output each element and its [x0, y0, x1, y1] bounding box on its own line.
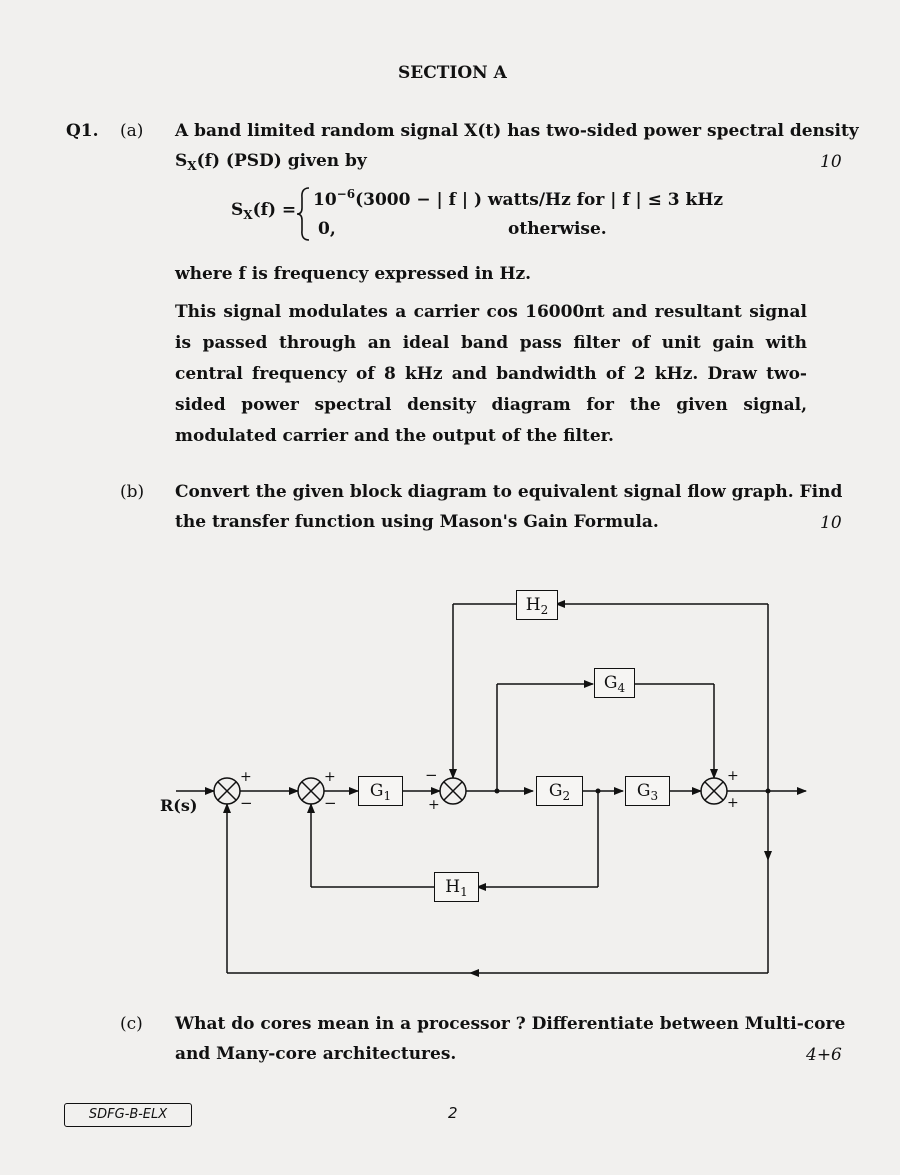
block-g3: G3 — [625, 776, 670, 806]
part-b-marks: 10 — [820, 513, 842, 533]
block-h1: H1 — [434, 872, 479, 902]
sign-j1-input: + — [240, 769, 252, 785]
part-a-body: This signal modulates a carrier cos 1600… — [175, 302, 807, 446]
paper-code: SDFG-B-ELX — [64, 1103, 192, 1127]
part-c-line1: What do cores mean in a processor ? Diff… — [175, 1014, 846, 1034]
block-g1: G1 — [358, 776, 403, 806]
summing-junction-1 — [213, 777, 241, 805]
block-g2: G2 — [536, 776, 583, 806]
summing-junction-2 — [297, 777, 325, 805]
part-a-line1: A band limited random signal X(t) has tw… — [175, 121, 859, 141]
input-label: R(s) — [160, 796, 198, 815]
part-b-line1: Convert the given block diagram to equiv… — [175, 482, 843, 502]
part-a-line2: SX(f) (PSD) given by — [175, 151, 367, 173]
psd-case-2-value: 0, — [318, 219, 336, 239]
question-number: Q1. — [66, 121, 99, 141]
summing-junction-3 — [439, 777, 467, 805]
part-c-label: (c) — [120, 1014, 143, 1034]
sign-j2-input: + — [324, 769, 336, 785]
psd-case-2-condition: otherwise. — [508, 219, 607, 239]
sign-j4-feedforward: + — [727, 768, 739, 784]
equation-brace — [296, 187, 310, 241]
part-a-where: where f is frequency expressed in Hz. — [175, 264, 532, 284]
psd-case-1: 10−6(3000 − | f | ) watts/Hz for | f | ≤… — [313, 187, 724, 210]
block-g4: G4 — [594, 668, 635, 698]
psd-equation-lhs: SX(f) = — [231, 200, 297, 222]
sign-j3-feedback: − — [425, 766, 438, 784]
sign-j2-feedback: − — [324, 794, 337, 812]
sign-j4-input: + — [727, 795, 739, 811]
part-a-label: (a) — [120, 121, 144, 141]
part-b-label: (b) — [120, 482, 145, 502]
part-b-line2: the transfer function using Mason's Gain… — [175, 512, 659, 532]
section-title: SECTION A — [398, 63, 507, 83]
part-c-line2: and Many-core architectures. — [175, 1044, 457, 1064]
sign-j3-input: + — [428, 797, 440, 813]
page-number: 2 — [448, 1104, 458, 1122]
block-h2: H2 — [516, 590, 558, 620]
part-c-marks: 4+6 — [806, 1045, 842, 1065]
summing-junction-4 — [700, 777, 728, 805]
sign-j1-feedback: − — [240, 794, 253, 812]
part-a-marks: 10 — [820, 152, 842, 172]
